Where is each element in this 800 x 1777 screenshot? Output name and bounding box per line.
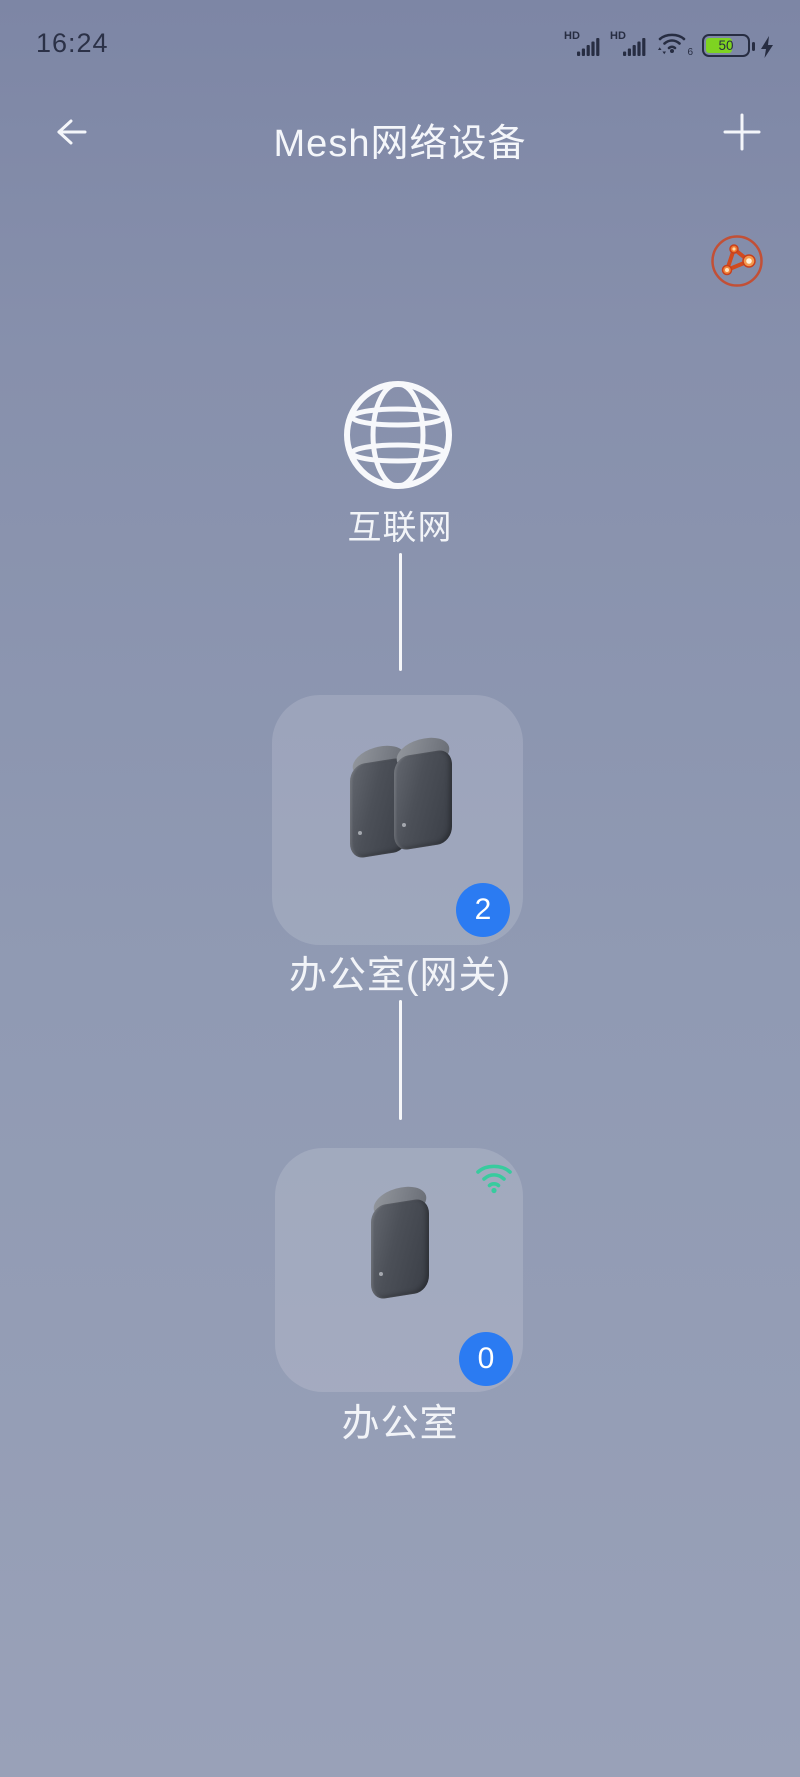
router-device	[348, 740, 410, 860]
internet-label: 互联网	[347, 509, 453, 547]
client-count-badge: 2	[456, 883, 510, 937]
mesh-network-icon[interactable]	[709, 233, 765, 289]
back-button[interactable]	[48, 110, 94, 156]
signal-bars-icon	[623, 38, 646, 56]
status-bar: 16:24 HD HD	[0, 0, 800, 70]
connector-line	[399, 553, 402, 671]
sim1-hd-label: HD	[564, 30, 580, 42]
wifi-status-icon: 6	[656, 30, 693, 58]
signal-bars-icon	[577, 38, 600, 56]
device-card-gateway[interactable]: 2	[272, 695, 523, 945]
battery-icon: 50	[702, 34, 755, 57]
router-device	[369, 1181, 431, 1301]
router-device	[392, 732, 454, 852]
arrow-left-icon	[57, 119, 87, 145]
page-title: Mesh网络设备	[273, 123, 527, 165]
charging-bolt-icon	[761, 36, 773, 58]
wifi6-label: 6	[687, 47, 693, 58]
globe-icon	[344, 381, 452, 489]
plus-icon	[723, 113, 761, 151]
client-count-badge: 0	[459, 1332, 513, 1386]
status-icons: HD HD	[564, 30, 774, 58]
battery-nub	[752, 42, 755, 51]
sim2-hd-label: HD	[610, 30, 626, 42]
device-card-satellite[interactable]: 0	[275, 1148, 523, 1392]
gateway-node-label: 办公室(网关)	[288, 955, 512, 997]
wifi-arcs-icon	[658, 33, 686, 55]
nav-bar: Mesh网络设备	[0, 100, 800, 170]
connector-line	[399, 1000, 402, 1120]
battery-percent: 50	[718, 38, 734, 53]
battery-fill	[706, 38, 732, 53]
clock: 16:24	[36, 28, 109, 58]
sim2-signal-icon: HD	[610, 30, 646, 58]
wifi-connected-icon	[476, 1164, 512, 1194]
sim1-signal-icon: HD	[564, 30, 600, 58]
satellite-node-label: 办公室	[341, 1403, 459, 1445]
add-device-button[interactable]	[722, 112, 762, 152]
